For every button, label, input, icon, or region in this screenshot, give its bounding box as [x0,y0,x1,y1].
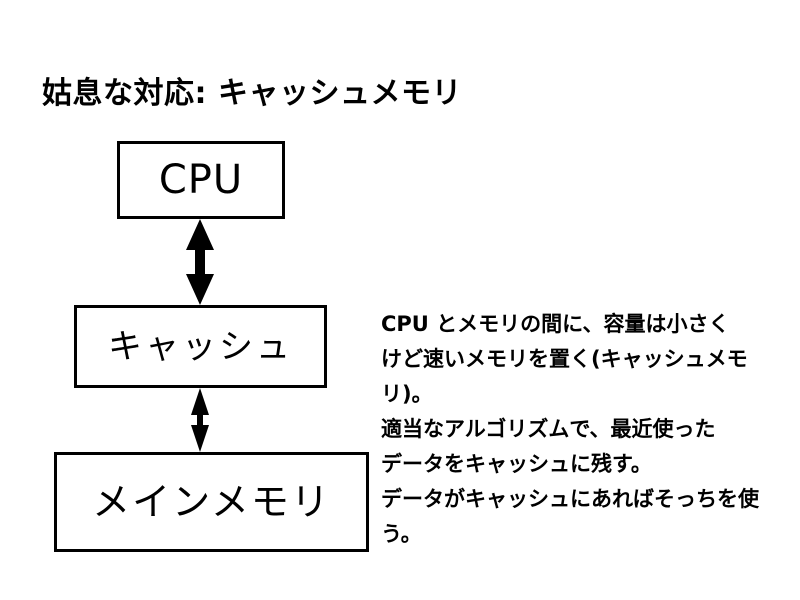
explanation-line: データがキャッシュにあればそっちを使 [381,487,759,511]
arrow-cache-mainmemory-icon [191,388,209,452]
arrow-head-down-icon [191,425,209,452]
explanation-line: 適当なアルゴリズムで、最近使った [381,417,716,441]
arrow-shaft [195,245,205,279]
diagram-box-cache-label: キャッシュ [108,326,293,367]
explanation-line: リ)。 [381,382,433,406]
explanation-line: う。 [381,522,422,546]
page-title: 姑息な対応: キャッシュメモリ [42,76,462,111]
arrow-shaft [197,410,203,430]
diagram-box-main-memory: メインメモリ [54,452,369,552]
diagram-box-cache: キャッシュ [74,305,327,388]
arrow-cpu-cache-icon [186,219,214,305]
diagram-box-cpu-label: CPU [158,157,244,203]
explanation-line: けど速いメモリを置く(キャッシュメモ [381,347,748,371]
arrow-head-up-icon [186,219,214,250]
diagram-box-cpu: CPU [117,141,285,219]
explanation-line: データをキャッシュに残す。 [381,452,652,476]
arrow-head-up-icon [191,388,209,415]
arrow-head-down-icon [186,274,214,305]
explanation-line: CPU とメモリの間に、容量は小さく [381,312,730,336]
diagram-box-main-memory-label: メインメモリ [92,480,331,524]
explanation-text-block: CPU とメモリの間に、容量は小さく けど速いメモリを置く(キャッシュメモ リ)… [381,307,800,552]
